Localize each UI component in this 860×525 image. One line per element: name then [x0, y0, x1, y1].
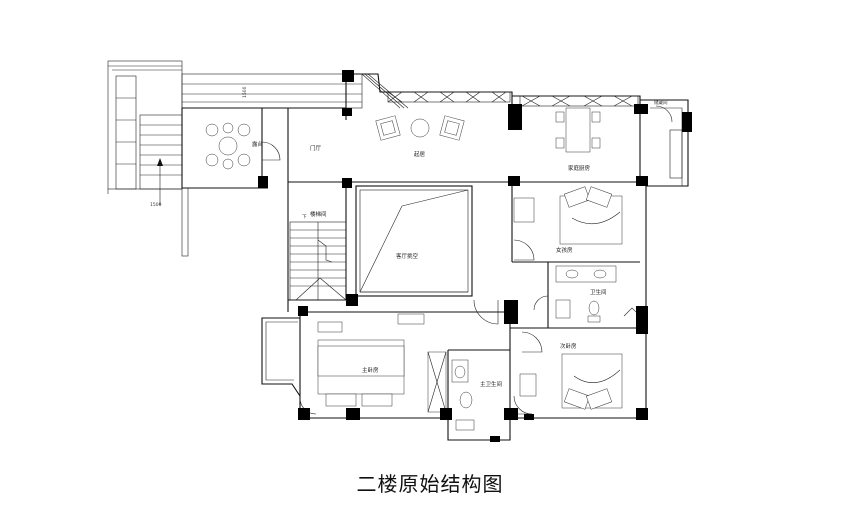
room-label-corridor: 门厅	[310, 144, 322, 152]
window-strip	[387, 91, 639, 107]
bay-window	[261, 317, 301, 397]
room-label-master-bath: 主卫生间	[480, 380, 502, 388]
room-label-terrace: 露台	[252, 140, 264, 148]
room-label-master: 主卧房	[362, 366, 379, 374]
stair-down-label: 下	[302, 214, 307, 220]
room-label-public-bath: 卫生间	[590, 288, 607, 296]
storage-projection	[650, 107, 683, 186]
room-label-stair-hall: 楼梯间	[310, 210, 327, 218]
room-label-daughter: 女孩房	[556, 246, 573, 254]
stair-dimension-label: 1500	[150, 202, 162, 208]
plan-title: 二楼原始结构图	[356, 472, 504, 496]
living-void	[355, 185, 473, 297]
columns	[258, 70, 692, 442]
room-label-storage: 储藏间	[654, 99, 668, 106]
lounge-furniture	[375, 115, 465, 141]
terrace-furniture	[205, 122, 251, 170]
room-label-void: 客厅挑空	[396, 252, 419, 260]
exterior-stair	[107, 60, 189, 257]
interior-stair	[289, 221, 347, 301]
dining-table	[555, 107, 601, 153]
room-label-child-room: 次卧房	[560, 342, 577, 350]
bath-fixtures	[555, 265, 617, 323]
master-bed	[317, 313, 425, 407]
doors	[261, 105, 673, 415]
balcony-stairs	[181, 73, 409, 109]
room-label-lounge: 起居	[414, 151, 426, 158]
master-bath-fixtures	[427, 351, 475, 431]
daughter-bed	[513, 186, 623, 245]
child-bed	[519, 353, 623, 410]
room-label-family-hall: 家庭厨房	[568, 164, 591, 172]
balcony-depth-label: 1500	[242, 86, 248, 98]
